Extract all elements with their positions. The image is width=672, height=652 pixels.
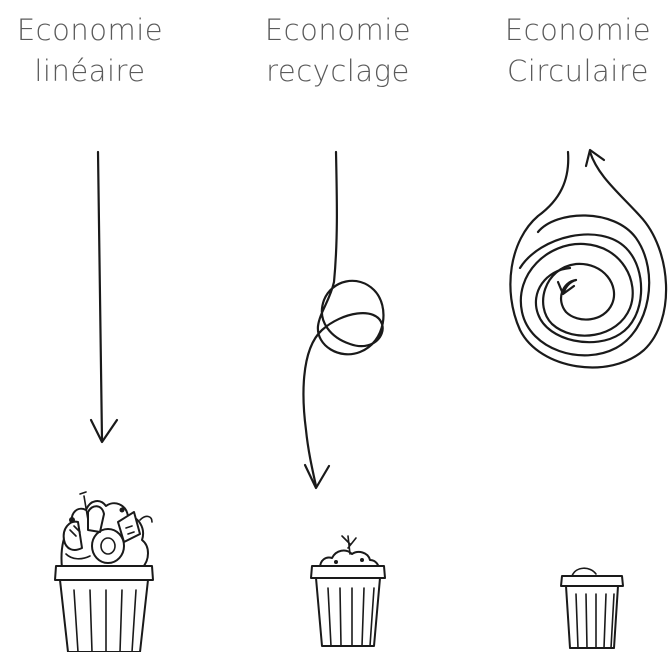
full-trash-bin-icon [54,491,154,652]
small-waste-icon [319,535,380,571]
title-linear-line1: Economie [16,13,164,47]
spiral-arrow-icon [509,148,668,369]
title-recycling-economy: Economie recyclage [238,10,438,92]
small-trash-bin-icon [310,535,386,647]
title-circular-line1: Economie [504,13,652,47]
waste-pile-icon [60,491,153,569]
straight-arrow-icon [89,150,119,444]
title-recycling-line2: recyclage [266,54,410,88]
title-recycling-line1: Economie [264,13,412,47]
title-circular-economy: Economie Circulaire [478,10,672,92]
title-linear-economy: Economie linéaire [0,10,190,92]
empty-trash-bin-icon [560,567,624,649]
title-circular-line2: Circulaire [507,54,649,88]
looped-arrow-icon [302,150,385,490]
title-linear-line2: linéaire [34,54,146,88]
